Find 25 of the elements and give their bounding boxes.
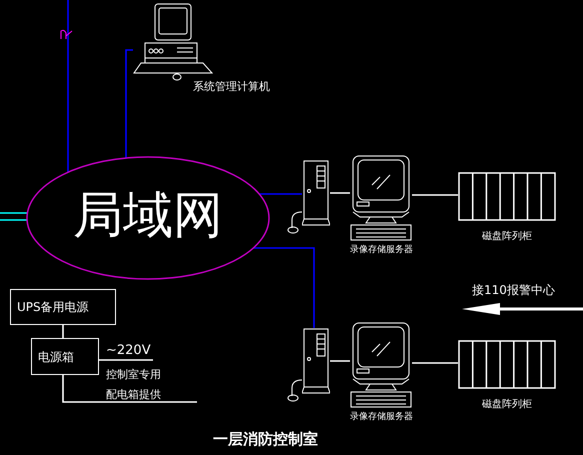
note-text: 接110报警中心 (472, 284, 555, 296)
connector-line (125, 49, 133, 158)
caption-text: 录像存储服务器 (350, 246, 412, 255)
connector-line (330, 192, 350, 194)
connector-line (0, 212, 28, 221)
connector-line (330, 360, 350, 362)
edge-label: ~220V (106, 344, 151, 357)
connector-line (99, 359, 153, 361)
connector-line (67, 0, 69, 172)
connector-line (412, 194, 458, 196)
power-box: 电源箱 (31, 338, 99, 375)
connector-line (62, 375, 197, 403)
caption-text: 系统管理计算机 (193, 81, 270, 92)
caption: 一层消防控制室 (213, 432, 318, 447)
caption-text: 磁盘阵列柜 (481, 400, 533, 410)
note-text: 配电箱提供 (106, 389, 161, 400)
network-ellipse: 局域网 (26, 156, 270, 280)
connector-line (412, 362, 458, 364)
power-box: UPS备用电源 (10, 289, 116, 325)
connector-line (62, 325, 64, 338)
caption-text: 磁盘阵列柜 (481, 232, 533, 242)
connector-line (253, 247, 315, 328)
connector-line (259, 193, 302, 195)
caption-text: 录像存储服务器 (350, 413, 412, 422)
note-text: 控制室专用 (106, 369, 161, 380)
